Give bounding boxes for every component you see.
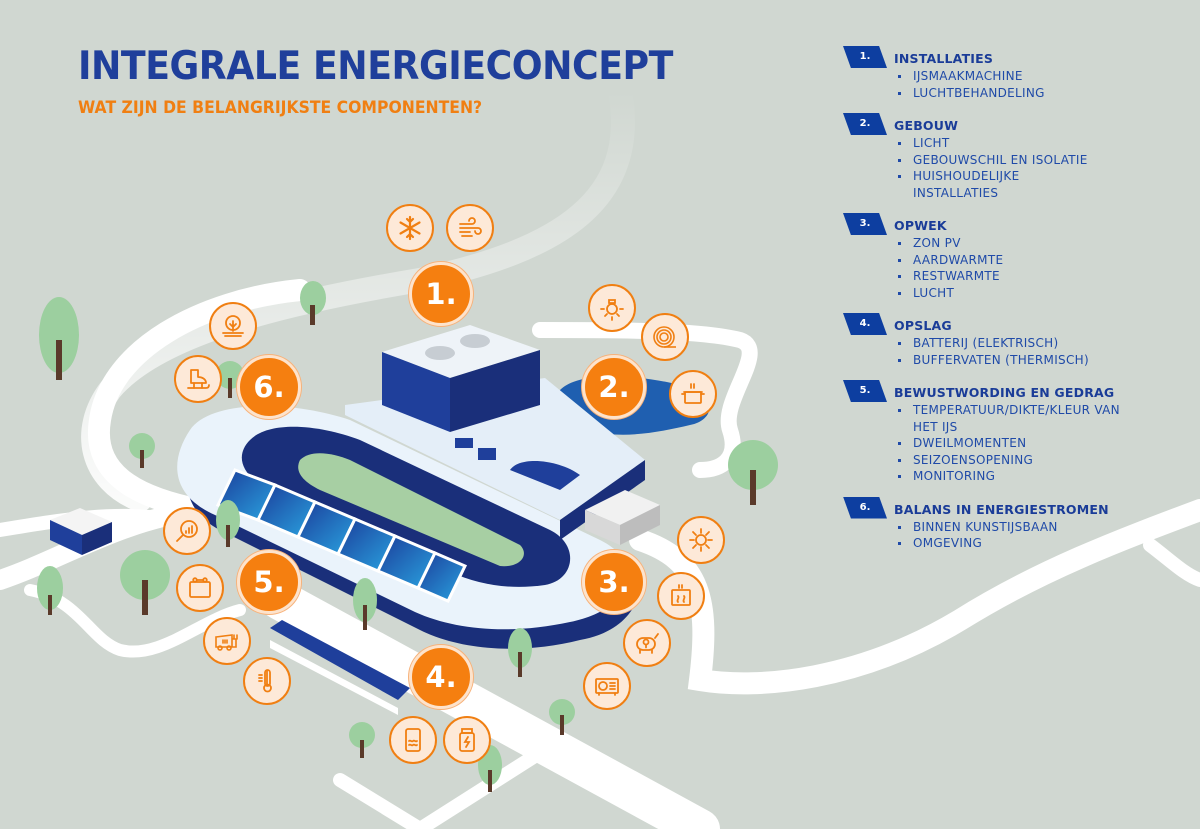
section-items: TEMPERATUUR/DIKTE/KLEUR VAN HET IJS DWEI… bbox=[895, 402, 1173, 485]
calendar-season-icon bbox=[176, 564, 224, 612]
marker-5: 5. bbox=[237, 550, 301, 614]
marker-2: 2. bbox=[582, 355, 646, 419]
ice-resurfacer-icon bbox=[203, 617, 251, 665]
section-title: OPSLAG bbox=[894, 318, 952, 333]
section-title: INSTALLATIES bbox=[894, 51, 994, 66]
insulation-roll-icon bbox=[641, 313, 689, 361]
utility-box bbox=[585, 490, 660, 545]
section-title: OPWEK bbox=[894, 218, 947, 233]
thermometer-icon bbox=[243, 657, 291, 705]
monitoring-chart-icon bbox=[163, 507, 211, 555]
trees bbox=[37, 281, 778, 792]
section-title: BEWUSTWORDING EN GEDRAG bbox=[894, 385, 1115, 400]
marker-4: 4. bbox=[409, 645, 473, 709]
rink-infield bbox=[298, 453, 524, 567]
legend-section-opslag: 4. OPSLAG BATTERIJ (ELEKTRISCH) BUFFERVA… bbox=[843, 313, 1173, 368]
small-building bbox=[50, 508, 112, 555]
section-items: BATTERIJ (ELEKTRISCH) BUFFERVATEN (THERM… bbox=[895, 335, 1173, 368]
section-number-badge: 2. bbox=[843, 113, 887, 135]
page-subtitle: WAT ZIJN DE BELANGRIJKSTE COMPONENTEN? bbox=[78, 98, 483, 118]
legend: 1. INSTALLATIES IJSMAAKMACHINE LUCHTBEHA… bbox=[843, 46, 1173, 564]
legend-section-opwek: 3. OPWEK ZON PV AARDWARMTE RESTWARMTE LU… bbox=[843, 213, 1173, 301]
list-item: MONITORING bbox=[895, 468, 1173, 485]
main-building bbox=[345, 325, 645, 540]
page-title: INTEGRALE ENERGIECONCEPT bbox=[78, 44, 673, 89]
legend-section-gebouw: 2. GEBOUW LICHT GEBOUWSCHIL EN ISOLATIE … bbox=[843, 113, 1173, 201]
sun-icon bbox=[677, 516, 725, 564]
list-item: OMGEVING bbox=[895, 535, 1173, 552]
section-title: GEBOUW bbox=[894, 118, 959, 133]
heat-recovery-tank-icon bbox=[623, 619, 671, 667]
section-items: LICHT GEBOUWSCHIL EN ISOLATIE HUISHOUDEL… bbox=[895, 135, 1173, 201]
section-number-badge: 3. bbox=[843, 213, 887, 235]
legend-section-balans: 6. BALANS IN ENERGIESTROMEN BINNEN KUNST… bbox=[843, 496, 1173, 552]
section-items: IJSMAAKMACHINE LUCHTBEHANDELING bbox=[895, 68, 1173, 101]
list-item: LUCHT bbox=[895, 285, 1173, 302]
ice-skate-icon bbox=[174, 355, 222, 403]
section-number-badge: 6. bbox=[843, 496, 887, 519]
list-item: GEBOUWSCHIL EN ISOLATIE bbox=[895, 152, 1173, 169]
lightbulb-icon bbox=[588, 284, 636, 332]
battery-icon bbox=[443, 716, 491, 764]
wind-icon bbox=[446, 204, 494, 252]
marker-3: 3. bbox=[582, 550, 646, 614]
carport bbox=[270, 620, 410, 715]
legend-section-installaties: 1. INSTALLATIES IJSMAAKMACHINE LUCHTBEHA… bbox=[843, 46, 1173, 101]
list-item: IJSMAAKMACHINE bbox=[895, 68, 1173, 85]
list-item: LUCHTBEHANDELING bbox=[895, 85, 1173, 102]
tree-environment-icon bbox=[209, 302, 257, 350]
cooking-pot-icon bbox=[669, 370, 717, 418]
list-item: BATTERIJ (ELEKTRISCH) bbox=[895, 335, 1173, 352]
solar-panels bbox=[215, 468, 468, 603]
section-items: BINNEN KUNSTIJSBAAN OMGEVING bbox=[895, 519, 1173, 552]
list-item: BUFFERVATEN (THERMISCH) bbox=[895, 352, 1173, 369]
list-item: DWEILMOMENTEN bbox=[895, 435, 1173, 452]
list-item: TEMPERATUUR/DIKTE/KLEUR VAN HET IJS bbox=[895, 402, 1123, 435]
list-item: ZON PV bbox=[895, 235, 1173, 252]
section-title: BALANS IN ENERGIESTROMEN bbox=[894, 501, 1109, 517]
section-number-badge: 4. bbox=[843, 313, 887, 335]
list-item: SEIZOENSOPENING bbox=[895, 452, 1173, 469]
list-item: LICHT bbox=[895, 135, 1173, 152]
section-items: ZON PV AARDWARMTE RESTWARMTE LUCHT bbox=[895, 235, 1173, 301]
marker-1: 1. bbox=[409, 262, 473, 326]
legend-section-bewustwording: 5. BEWUSTWORDING EN GEDRAG TEMPERATUUR/D… bbox=[843, 380, 1173, 485]
marker-6: 6. bbox=[237, 355, 301, 419]
list-item: AARDWARMTE bbox=[895, 252, 1173, 269]
section-number-badge: 5. bbox=[843, 380, 887, 402]
list-item: RESTWARMTE bbox=[895, 268, 1173, 285]
geothermal-heat-icon bbox=[657, 572, 705, 620]
list-item: HUISHOUDELIJKE INSTALLATIES bbox=[895, 168, 1063, 201]
list-item: BINNEN KUNSTIJSBAAN bbox=[895, 519, 1173, 536]
snowflake-icon bbox=[386, 204, 434, 252]
heat-pump-icon bbox=[583, 662, 631, 710]
buffer-tank-icon bbox=[389, 716, 437, 764]
section-number-badge: 1. bbox=[843, 46, 887, 68]
